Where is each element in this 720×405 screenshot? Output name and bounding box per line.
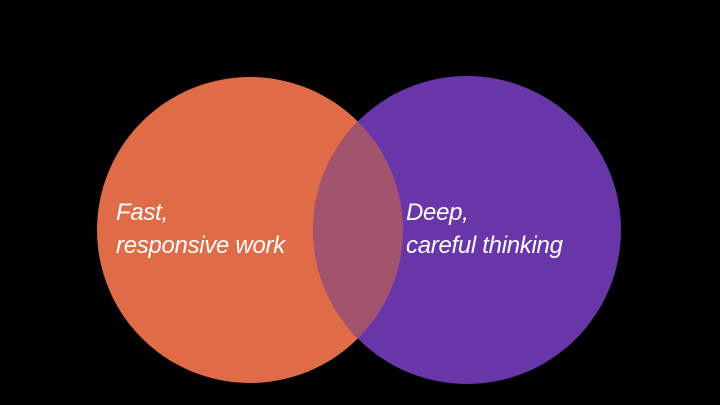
venn-label-left-line-1: Fast, [116, 199, 168, 226]
venn-label-right-line-1: Deep, [406, 199, 469, 226]
venn-circle-left [97, 77, 403, 383]
venn-label-right: Deep, careful thinking [406, 199, 564, 259]
venn-label-left: Fast, responsive work [116, 199, 287, 259]
venn-label-left-line-2: responsive work [116, 232, 287, 259]
venn-circle-right [313, 76, 621, 384]
venn-label-right-line-2: careful thinking [406, 232, 564, 259]
